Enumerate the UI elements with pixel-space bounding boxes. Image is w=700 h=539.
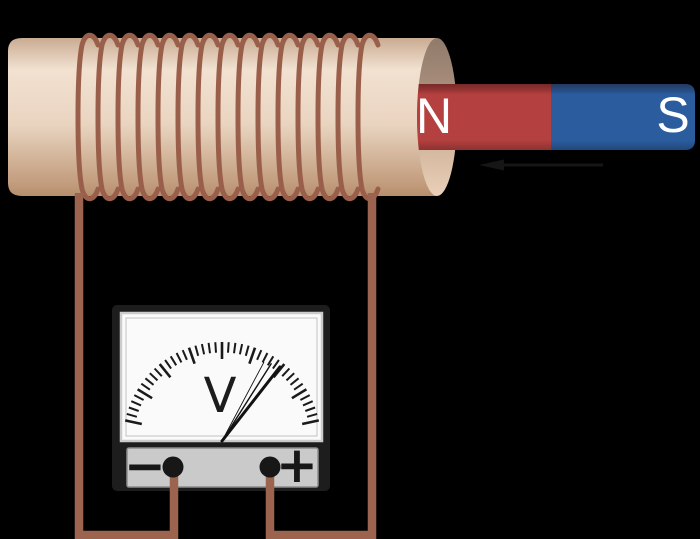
scale-tick: [289, 377, 300, 386]
scale-tick: [281, 367, 291, 377]
voltmeter-face-inner-line: [125, 317, 318, 437]
scale-tick: [304, 406, 316, 412]
scale-tick: [187, 347, 196, 365]
scale-tick: [248, 347, 257, 365]
scale-tick: [302, 400, 314, 407]
voltmeter-scale-ticks: [124, 342, 320, 426]
coil-winding: [255, 32, 281, 202]
scale-tick: [133, 394, 145, 401]
coil-winding: [175, 32, 201, 202]
coil-winding: [195, 32, 221, 202]
bar-magnet: [417, 84, 695, 150]
negative-terminal-label: −: [124, 437, 166, 495]
positive-terminal: [259, 456, 281, 478]
scale-tick: [272, 359, 280, 370]
voltmeter-dial-label: V: [204, 368, 237, 424]
coil-winding: [135, 32, 161, 202]
coil-winding: [215, 32, 241, 202]
coil-winding: [155, 32, 181, 202]
scale-tick: [238, 343, 244, 355]
scale-tick: [261, 352, 269, 363]
coil-winding: [295, 32, 321, 202]
needle-line: [220, 365, 282, 443]
scale-tick: [130, 400, 142, 407]
scale-tick: [266, 355, 275, 366]
needle-line: [221, 363, 272, 442]
coil-winding: [355, 32, 381, 202]
voltmeter-needle: [220, 361, 282, 443]
negative-terminal: [162, 456, 184, 478]
voltmeter: V: [112, 305, 330, 491]
scale-tick: [128, 406, 140, 412]
scale-tick: [299, 394, 311, 401]
scale-tick: [207, 342, 211, 354]
scale-tick: [124, 419, 143, 426]
magnet-north-label: N: [416, 88, 452, 144]
scale-tick: [140, 382, 151, 391]
coil-winding: [275, 32, 301, 202]
scale-tick: [194, 345, 200, 357]
motion-arrow: [479, 159, 603, 171]
coil-winding: [115, 32, 141, 202]
scale-tick: [214, 342, 217, 353]
scale-tick: [136, 388, 153, 400]
scale-tick: [164, 359, 172, 370]
needle-line: [221, 361, 265, 442]
right-wire: [265, 193, 377, 539]
motion-arrow-head: [479, 159, 504, 171]
magnet-shading: [417, 84, 695, 150]
coil-winding: [335, 32, 361, 202]
scale-tick: [244, 345, 250, 357]
scale-tick: [233, 342, 237, 354]
coil-winding: [95, 32, 121, 202]
coil-cylinder: [8, 38, 437, 196]
scale-tick: [149, 372, 159, 382]
scale-tick: [181, 349, 188, 361]
scale-tick: [175, 352, 183, 363]
scale-tick: [169, 355, 178, 366]
coil-winding: [75, 32, 101, 202]
scale-tick: [144, 377, 155, 386]
left-wire: [74, 193, 179, 539]
scale-tick: [158, 363, 172, 379]
scale-tick: [306, 412, 318, 418]
coil-windings: [75, 32, 381, 202]
magnet-south-label: S: [656, 87, 689, 143]
scale-tick: [291, 388, 308, 400]
coil-winding: [315, 32, 341, 202]
scale-tick: [153, 367, 163, 377]
positive-terminal-label: +: [276, 436, 318, 494]
scale-tick: [200, 343, 206, 355]
scale-tick: [293, 382, 304, 391]
scale-tick: [256, 349, 263, 361]
scale-tick: [301, 419, 320, 426]
scale-tick: [126, 412, 138, 418]
scale-tick: [227, 342, 230, 353]
coil-winding: [235, 32, 261, 202]
scale-tick: [285, 372, 295, 382]
